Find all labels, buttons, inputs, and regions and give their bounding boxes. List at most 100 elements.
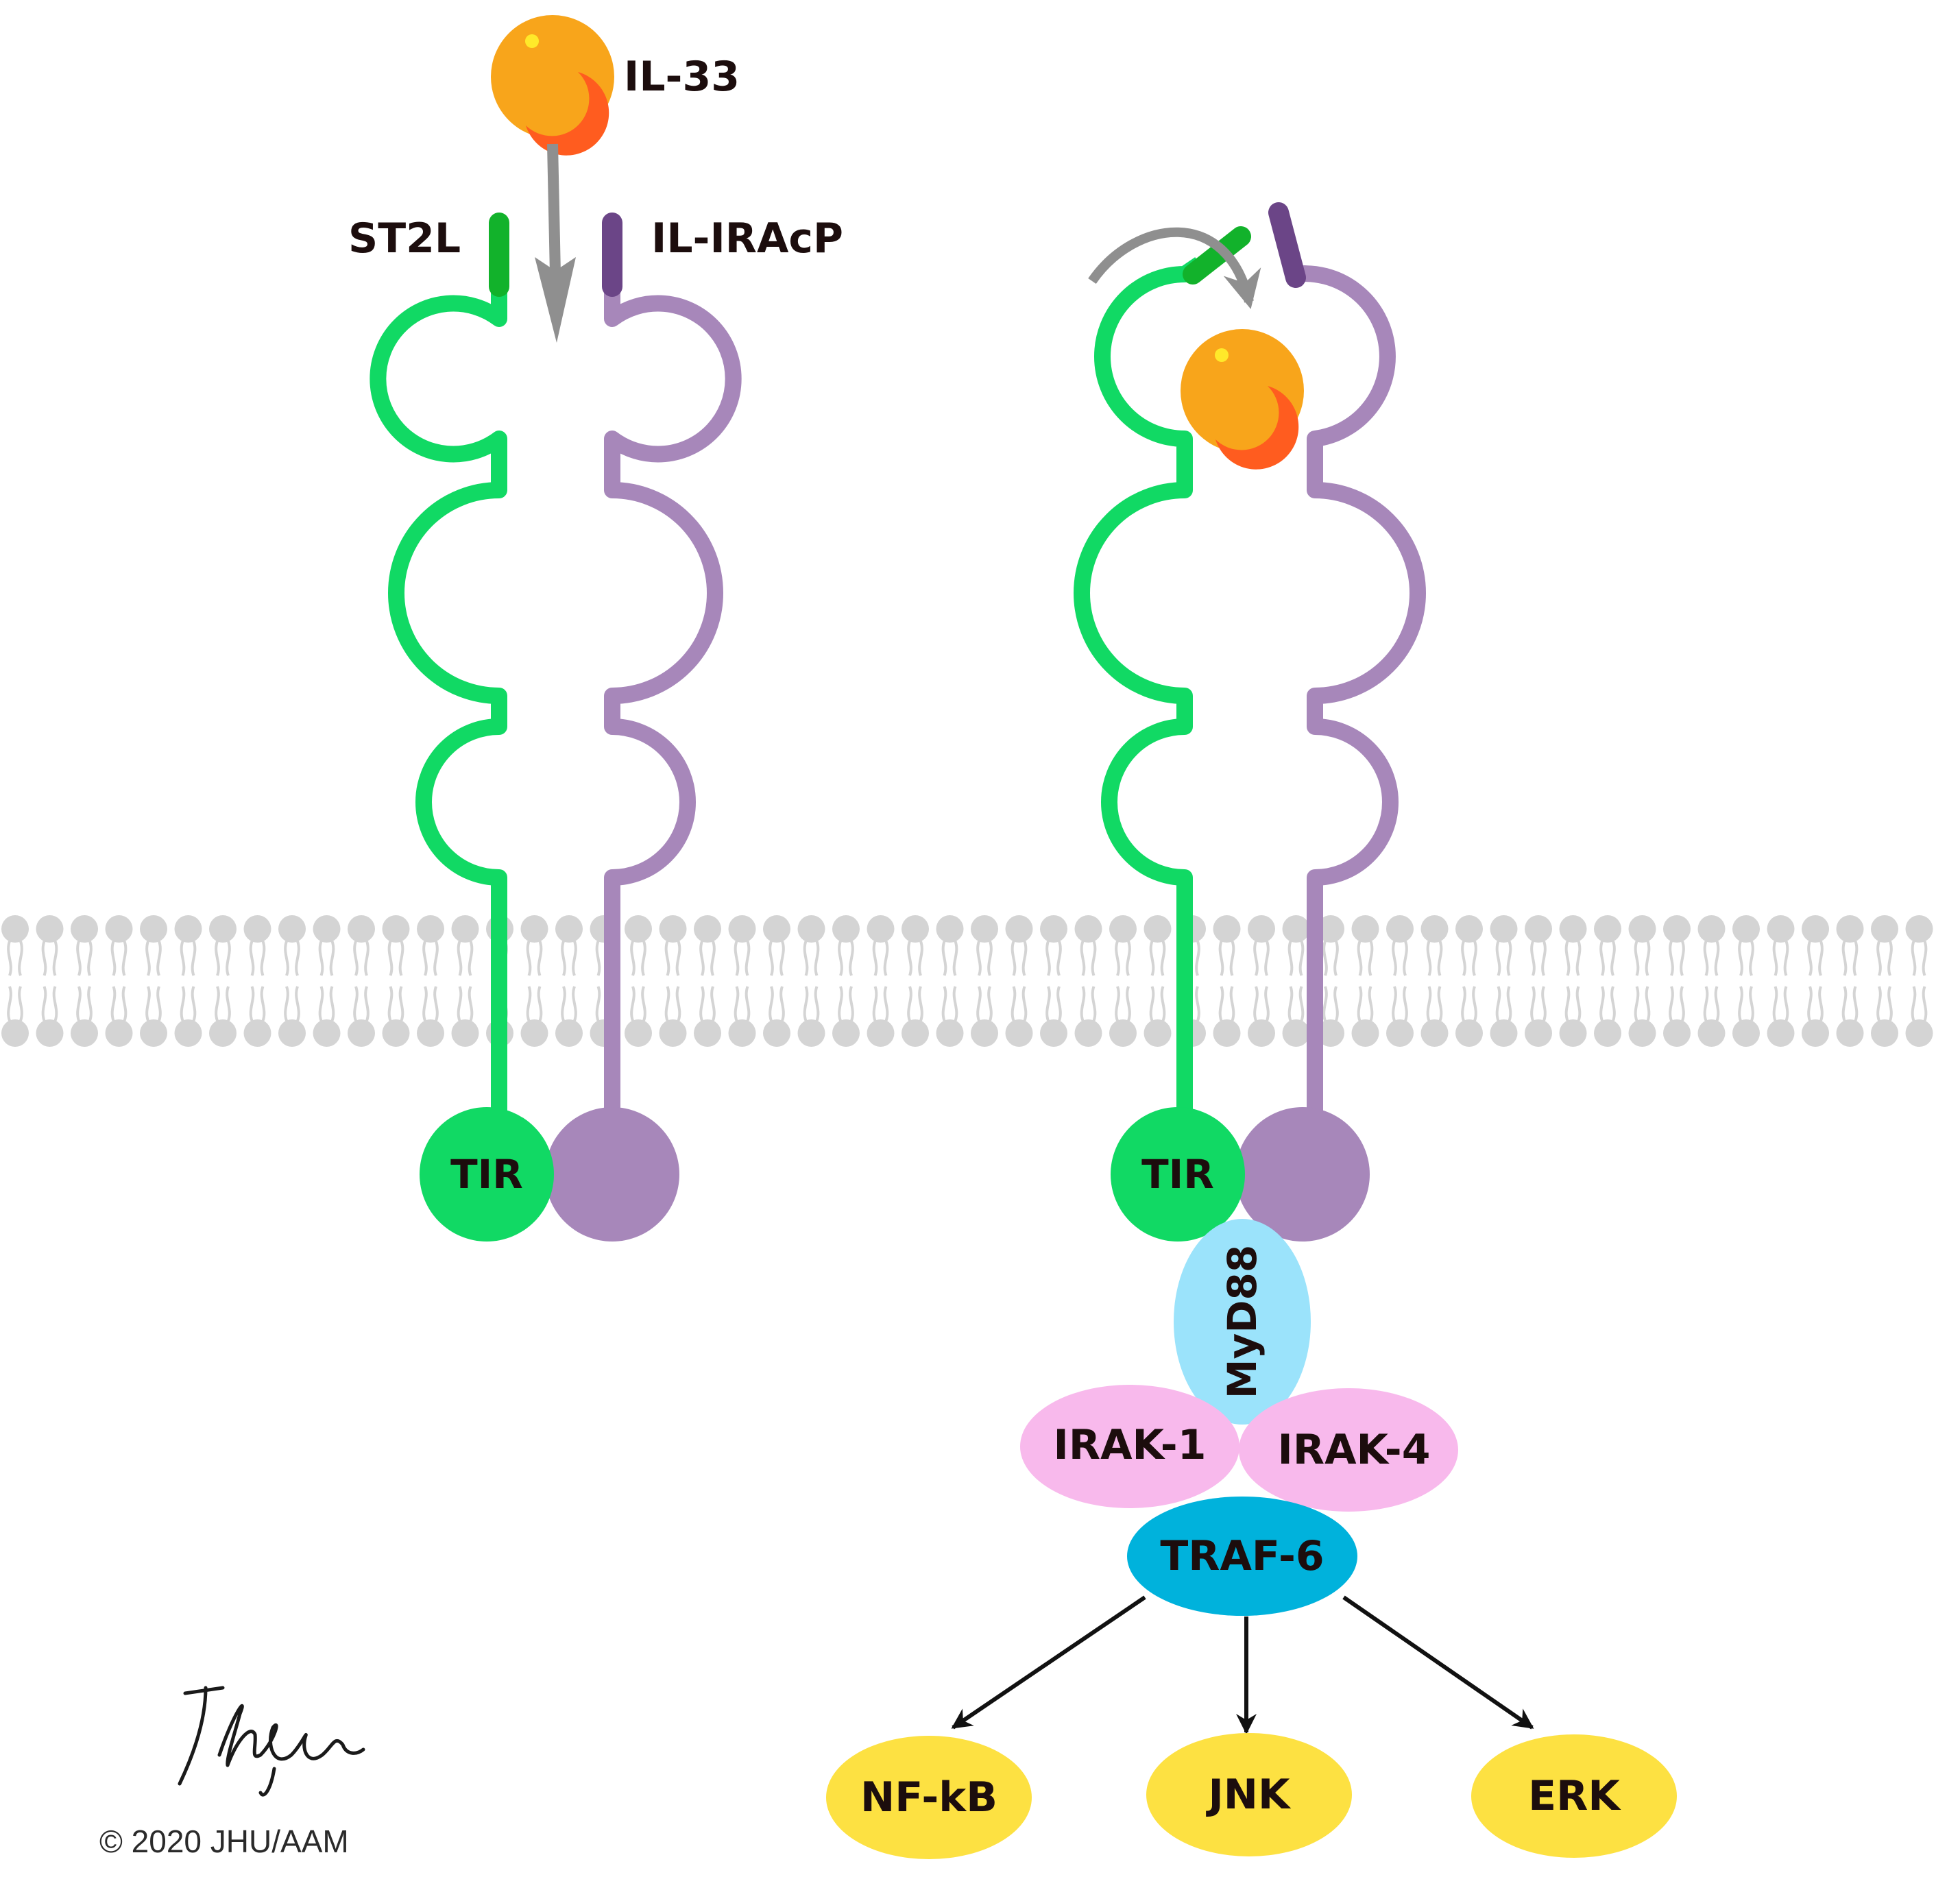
lipid-head — [1420, 915, 1449, 943]
lipid-tail — [1506, 986, 1512, 1021]
st2l-chain — [370, 283, 507, 1117]
lipid-tail — [641, 941, 646, 976]
irak1-label: IRAK-1 — [1054, 1421, 1207, 1469]
irak4-node — [1239, 1388, 1458, 1512]
lipid-head — [1213, 915, 1241, 943]
lipid-head — [1594, 915, 1621, 943]
lipid-head — [1802, 915, 1829, 943]
lipid-tail — [353, 986, 359, 1021]
receptor-complex-unbound: TIR — [370, 213, 742, 1242]
lipid-tail — [1680, 986, 1685, 1021]
lipid-head — [417, 1019, 444, 1047]
lipid-tail — [422, 986, 428, 1021]
lipid-tail — [1126, 941, 1131, 976]
binding-arc-arrow — [1088, 227, 1261, 309]
lipid-head — [1871, 1019, 1898, 1047]
lipid-tail — [1541, 941, 1547, 976]
lipid-tail — [769, 986, 774, 1021]
lipid-tail — [1564, 941, 1571, 976]
lipid-tail — [318, 986, 324, 1021]
tir-label: TIR — [450, 1151, 523, 1198]
lipid-tail — [1530, 986, 1536, 1021]
il33-label: IL-33 — [624, 53, 740, 101]
lipid-tail — [422, 941, 428, 976]
lipid-head — [797, 1019, 825, 1047]
lipid-head — [105, 915, 133, 943]
lipid-tail — [468, 986, 474, 1021]
il33-highlight — [525, 34, 539, 48]
lipid-head — [1248, 1019, 1275, 1047]
lipid-tail — [318, 941, 324, 976]
lipid-head — [1767, 1019, 1795, 1047]
lipid-tail — [7, 941, 12, 976]
lipid-tail — [1115, 941, 1120, 976]
downstream-arrows — [951, 1595, 1534, 1734]
lipid-tail — [226, 986, 231, 1021]
lipid-tail — [976, 941, 982, 976]
lipid-tail — [1437, 986, 1443, 1021]
lipid-tail — [1645, 941, 1651, 976]
lipid-head — [417, 915, 444, 943]
lipid-tail — [1461, 986, 1466, 1021]
irak1-node — [1020, 1385, 1239, 1508]
cell-membrane — [1, 915, 1933, 1047]
lipid-tail — [398, 986, 404, 1021]
lipid-tail — [1322, 941, 1328, 976]
lipid-tail — [872, 941, 878, 976]
lipid-tail — [734, 941, 740, 976]
lipid-tail — [1738, 986, 1743, 1021]
lipid-head — [1005, 915, 1033, 943]
lipid-head — [1351, 915, 1379, 943]
lipid-head — [625, 1019, 652, 1047]
lipid-tail — [1298, 941, 1305, 976]
lipid-tail — [814, 986, 820, 1021]
lipid-tail — [1021, 941, 1028, 976]
lipid-tail — [710, 941, 716, 976]
erk-node — [1471, 1734, 1677, 1858]
st2l-tip-bound — [1183, 226, 1251, 284]
lipid-tail — [872, 986, 878, 1021]
lipid-head — [1317, 915, 1344, 943]
lipid-tail — [1818, 986, 1824, 1021]
lipid-tail — [52, 941, 58, 976]
lipid-head — [1628, 1019, 1656, 1047]
lipid-tail — [87, 941, 93, 976]
lipid-tail — [110, 941, 117, 976]
il1racp-tir-domain — [545, 1107, 679, 1242]
lipid-head — [625, 915, 652, 943]
lipid-tail — [907, 986, 912, 1021]
copyright-notice: © 2020 JHU/AAM — [99, 1824, 349, 1859]
lipid-head — [1802, 1019, 1829, 1047]
lipid-tail — [1634, 986, 1640, 1021]
lipid-tail — [1645, 986, 1651, 1021]
myd88-label: MyD88 — [1219, 1245, 1266, 1398]
lipid-head — [1836, 915, 1864, 943]
lipid-tail — [329, 941, 335, 976]
lipid-tail — [675, 941, 681, 976]
arrow-to-nfkb — [951, 1595, 1146, 1730]
il33-bound — [1181, 329, 1304, 470]
lipid-head — [728, 1019, 756, 1047]
lipid-tail — [7, 986, 12, 1021]
lipid-tail — [1080, 986, 1086, 1021]
lipid-head — [1732, 915, 1760, 943]
lipid-tail — [1253, 941, 1259, 976]
lipid-tail — [941, 986, 947, 1021]
lipid-tail — [803, 986, 809, 1021]
lipid-head — [243, 1019, 271, 1047]
lipid-tail — [41, 941, 47, 976]
lipid-tail — [1149, 986, 1155, 1021]
lipid-tail — [838, 941, 843, 976]
lipid-head — [1559, 915, 1587, 943]
lipid-head — [659, 915, 687, 943]
st2l-chain-bound — [1074, 257, 1205, 1117]
lipid-tail — [1599, 986, 1605, 1021]
lipid-tail — [1287, 941, 1294, 976]
lipid-tail — [226, 941, 231, 976]
lipid-head — [1005, 1019, 1033, 1047]
il1racp-chain-bound — [1293, 265, 1426, 1117]
lipid-head — [174, 915, 202, 943]
lipid-head — [902, 1019, 929, 1047]
lipid-tail — [641, 986, 646, 1021]
